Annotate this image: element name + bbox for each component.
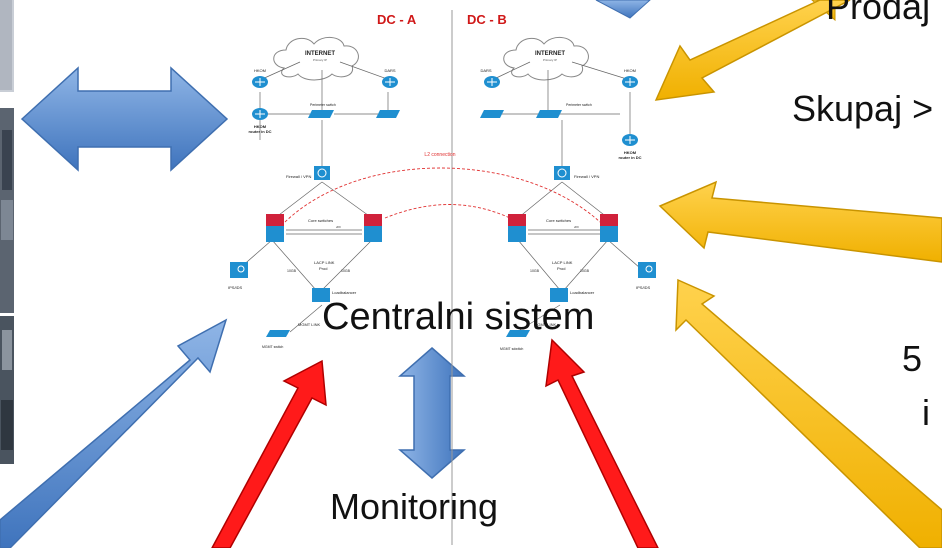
- firewall-a: Firewall / VPN: [286, 166, 330, 180]
- svg-text:HKOM: HKOM: [254, 68, 266, 73]
- svg-text:vPc: vPc: [574, 225, 580, 229]
- yellow-arrow-middle: [658, 180, 942, 263]
- left-photo-strip: [0, 0, 14, 464]
- svg-text:vPc: vPc: [336, 225, 342, 229]
- yellow-arrow-top: [654, 0, 851, 101]
- svg-text:router in DC: router in DC: [248, 129, 271, 134]
- dc-a-label: DC - A: [377, 12, 417, 27]
- svg-text:LACP LINK: LACP LINK: [552, 260, 573, 265]
- top-blue-arrow-tail: [595, 0, 651, 19]
- router-hkom-b: HKOM: [622, 68, 638, 88]
- internet-cloud-a: INTERNET Primary IP: [273, 37, 359, 81]
- router-hkom-dc-b: HKOM router in DC: [618, 134, 642, 160]
- svg-text:HKOM: HKOM: [624, 150, 637, 155]
- dc-b-label: DC - B: [467, 12, 507, 27]
- i-partial-label: i: [922, 392, 930, 433]
- svg-text:Perimeter switch: Perimeter switch: [566, 103, 592, 107]
- perimeter-switch-a2: [376, 110, 400, 118]
- prodaj-partial-label: Prodaj: [826, 0, 931, 27]
- central-system-label: Centralni sistem: [322, 296, 595, 338]
- core-switch-b1: [508, 214, 526, 242]
- svg-text:Primary IP: Primary IP: [543, 58, 557, 62]
- svg-text:Firewall / VPN: Firewall / VPN: [286, 174, 311, 179]
- svg-text:Core switches: Core switches: [546, 218, 571, 223]
- svg-text:10GB: 10GB: [287, 269, 297, 273]
- perimeter-switch-b2: [536, 110, 562, 118]
- l2-connection-label: L2 connection: [424, 152, 455, 158]
- core-switch-a2: [364, 214, 382, 242]
- ips-ids-b: IPS/IDS: [636, 262, 656, 290]
- loadbalancer-b: Loadbalancer: [550, 288, 595, 302]
- svg-text:10GB: 10GB: [341, 269, 351, 273]
- svg-text:MGMT LINK: MGMT LINK: [298, 322, 320, 327]
- svg-text:MGMT sdwitch: MGMT sdwitch: [500, 347, 523, 351]
- svg-text:IPS/IDS: IPS/IDS: [228, 285, 243, 290]
- red-arrow-right: [545, 338, 659, 548]
- svg-text:Prod: Prod: [557, 266, 565, 271]
- svg-text:MGMT LINK: MGMT LINK: [534, 322, 556, 327]
- svg-text:DARS: DARS: [384, 68, 395, 73]
- svg-text:Loadbalancer: Loadbalancer: [332, 290, 357, 295]
- perimeter-switch-b1: [480, 110, 504, 118]
- mgmt-switch-b: MGMT sdwitch: [500, 330, 530, 351]
- svg-text:IPS/IDS: IPS/IDS: [636, 285, 651, 290]
- internet-cloud-b: INTERNET Primary IP: [503, 37, 589, 81]
- svg-text:HKOM: HKOM: [624, 68, 636, 73]
- svg-text:10GB: 10GB: [530, 269, 540, 273]
- monitoring-vertical-arrow: [398, 347, 466, 479]
- core-switch-b2: [600, 214, 618, 242]
- router-hkom-a: HKOM: [252, 68, 268, 88]
- firewall-b: Firewall / VPN: [554, 166, 599, 180]
- svg-text:MGMT switch: MGMT switch: [262, 345, 283, 349]
- svg-text:DARS: DARS: [480, 68, 491, 73]
- svg-text:Firewall / VPN: Firewall / VPN: [574, 174, 599, 179]
- loadbalancer-a: Loadbalancer: [312, 288, 357, 302]
- skupaj-partial-label: Skupaj >: [792, 88, 934, 129]
- svg-text:Perimeter switch: Perimeter switch: [310, 103, 336, 107]
- svg-text:HKOM: HKOM: [254, 124, 267, 129]
- router-hkom-dc-a: HKOM router in DC: [248, 108, 272, 134]
- mgmt-switch-a: MGMT switch: [262, 330, 290, 349]
- blue-diagonal-arrow: [0, 318, 228, 548]
- perimeter-switch-a1: [308, 110, 334, 118]
- router-dars-a: DARS: [382, 68, 398, 88]
- svg-text:Core switches: Core switches: [308, 218, 333, 223]
- internet-label-a: INTERNET: [305, 51, 335, 57]
- yellow-arrow-bottom: [675, 278, 942, 548]
- internet-label-b: INTERNET: [535, 51, 565, 57]
- svg-text:router in DC: router in DC: [618, 155, 641, 160]
- red-arrow-left: [211, 359, 327, 548]
- left-horizontal-double-arrow: [20, 66, 229, 172]
- svg-text:10GB: 10GB: [580, 269, 590, 273]
- five-partial-label: 5: [902, 338, 923, 379]
- ips-ids-a: IPS/IDS: [228, 262, 248, 290]
- svg-text:LACP LINK: LACP LINK: [314, 260, 335, 265]
- core-switch-a1: [266, 214, 284, 242]
- monitoring-label: Monitoring: [330, 486, 499, 527]
- svg-text:Loadbalancer: Loadbalancer: [570, 290, 595, 295]
- svg-text:Prod: Prod: [319, 266, 327, 271]
- svg-text:Primary IP: Primary IP: [313, 58, 327, 62]
- router-dars-b: DARS: [480, 68, 500, 88]
- network-diagram: INTERNET Primary IP INTERNET Primary IP: [228, 10, 656, 545]
